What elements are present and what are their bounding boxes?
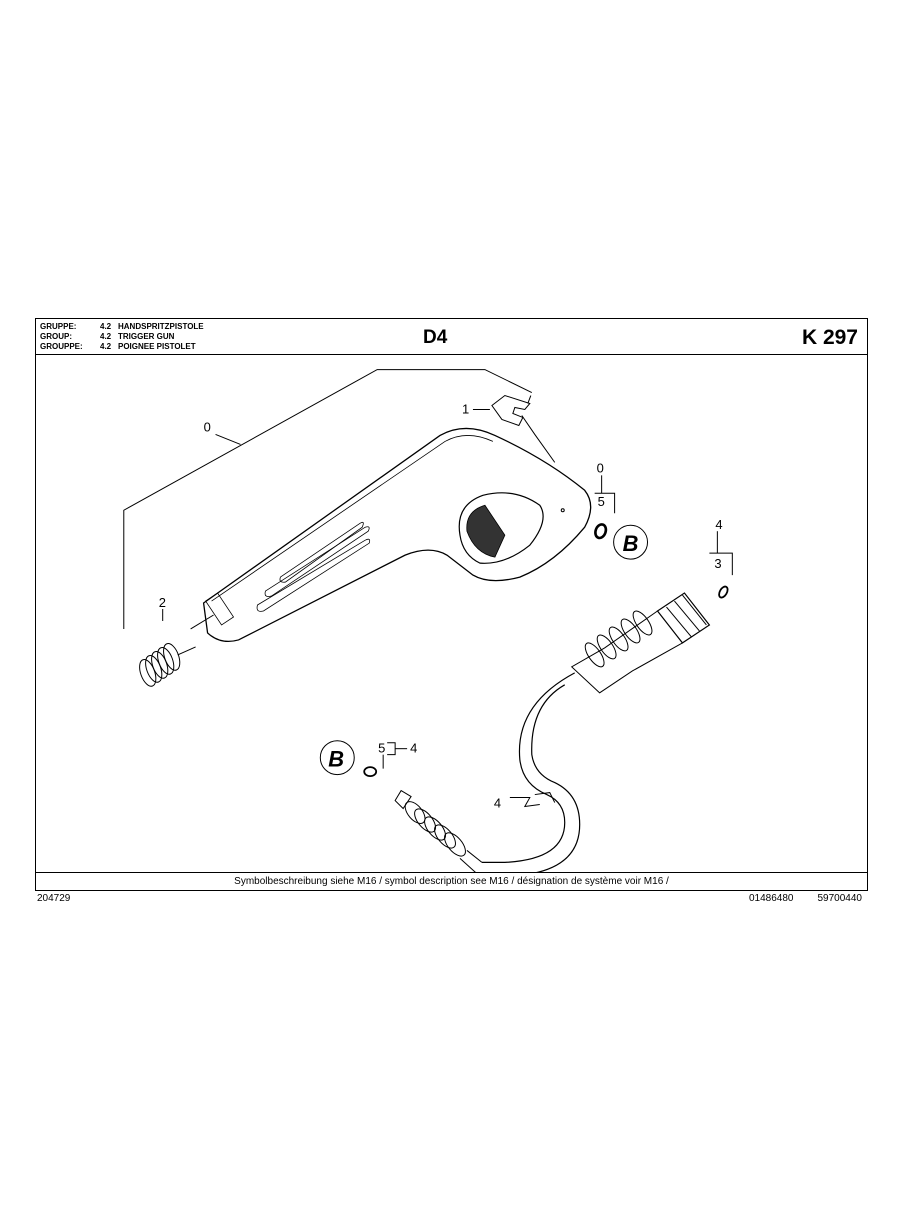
callout-4-nut: 4 xyxy=(715,517,722,532)
callout-0-gun: 0 xyxy=(204,419,211,434)
b-symbol-top: B xyxy=(623,531,639,556)
group-number: 4.2 xyxy=(100,332,112,341)
group-row-fr: GROUPPE: 4.2 POIGNEE PISTOLET xyxy=(40,342,204,352)
callout-3-nut: 3 xyxy=(714,556,721,571)
group-labels: GRUPPE: 4.2 HANDSPRITZPISTOLE GROUP: 4.2… xyxy=(40,322,204,352)
part-number-2: 59700440 xyxy=(817,893,863,904)
clip-part xyxy=(472,394,556,463)
callout-1-clip: 1 xyxy=(462,401,469,416)
spring-part xyxy=(139,609,196,687)
hose-assembly xyxy=(394,592,711,873)
sheet-code: D4 xyxy=(423,327,448,348)
seal-set-bracket xyxy=(594,475,616,540)
group-row-de: GRUPPE: 4.2 HANDSPRITZPISTOLE xyxy=(40,322,204,332)
group-name: TRIGGER GUN xyxy=(118,332,175,341)
hose-crimp-marker xyxy=(509,792,556,808)
exploded-drawing: 0 1 2 0 5 4 3 5 4 4 B B xyxy=(123,369,733,873)
group-key: GRUPPE: xyxy=(40,322,77,331)
group-row-en: GROUP: 4.2 TRIGGER GUN xyxy=(40,332,204,342)
callout-5-bottom: 5 xyxy=(378,741,385,756)
group-key: GROUP: xyxy=(40,332,72,341)
callout-2-spring: 2 xyxy=(159,595,166,610)
group-number: 4.2 xyxy=(100,342,112,351)
part-numbers: 01486480 59700440 xyxy=(749,893,862,904)
group-number: 4.2 xyxy=(100,322,112,331)
callout-0-set: 0 xyxy=(597,460,604,475)
callout-4-hose: 4 xyxy=(494,796,501,811)
document-number: 204729 xyxy=(37,893,71,904)
group-name: POIGNEE PISTOLET xyxy=(118,342,196,351)
symbol-note: Symbolbeschreibung siehe M16 / symbol de… xyxy=(36,872,867,890)
nut-bracket xyxy=(709,531,733,599)
callout-4-bottom: 4 xyxy=(410,741,417,756)
b-symbol-bottom: B xyxy=(328,747,344,772)
trigger-gun-body xyxy=(190,427,592,643)
seal-bracket-bottom xyxy=(363,742,408,778)
parts-sheet: GRUPPE: 4.2 HANDSPRITZPISTOLE GROUP: 4.2… xyxy=(35,318,868,891)
assembly-bracket-line xyxy=(123,369,533,629)
group-name: HANDSPRITZPISTOLE xyxy=(118,322,204,331)
sheet-header: GRUPPE: 4.2 HANDSPRITZPISTOLE GROUP: 4.2… xyxy=(36,319,867,355)
b-symbol-circle-top xyxy=(613,524,649,560)
callout-5-top: 5 xyxy=(598,494,605,509)
model-number: K 297 xyxy=(801,326,858,349)
b-symbol-circle-bottom xyxy=(319,740,355,776)
group-key: GROUPPE: xyxy=(40,342,83,351)
part-number-1: 01486480 xyxy=(749,893,794,904)
leader-line xyxy=(215,433,241,445)
